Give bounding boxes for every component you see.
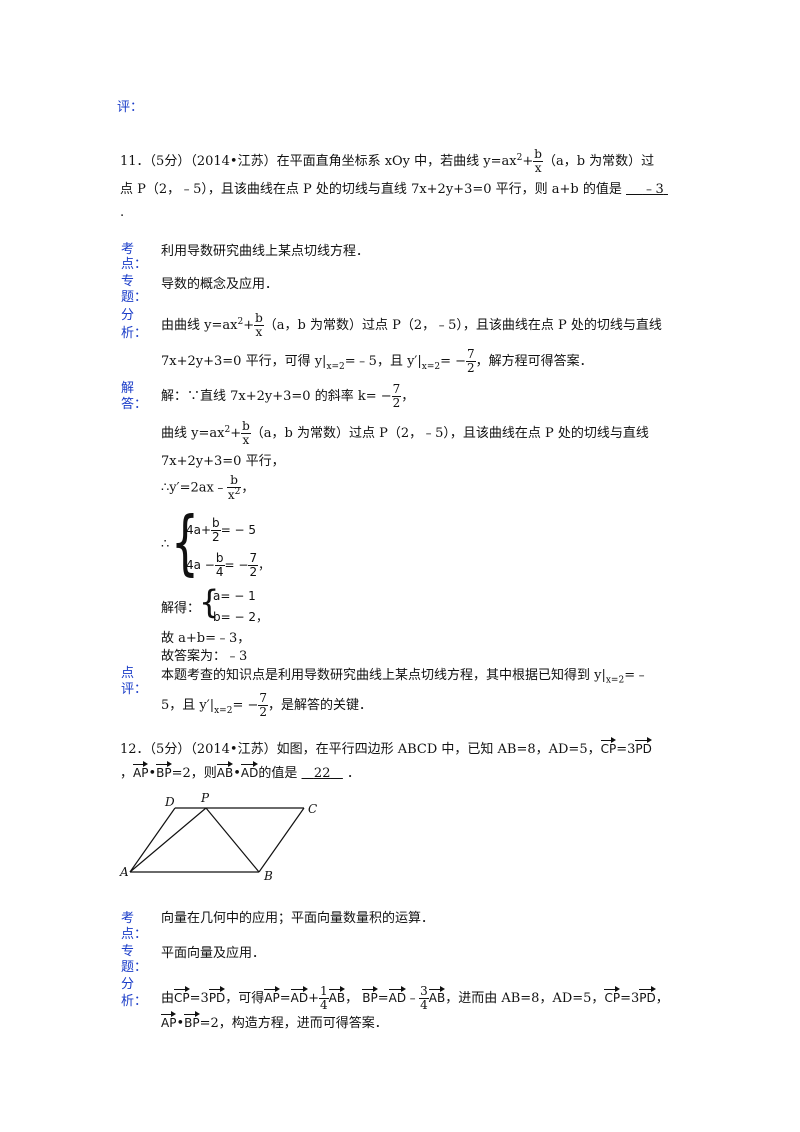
q11-comment-line1: 本题考查的知识点是利用导数研究曲线上某点切线方程，其中根据已知得到 y|x=2=… (161, 668, 649, 686)
q11-kaodian: 利用导数研究曲线上某点切线方程． (161, 244, 370, 259)
label-dian-2: 评： (121, 682, 148, 697)
q12-analysis-line2: AP•BP=2，构造方程，进而可得答案． (161, 1011, 388, 1031)
review-label-top: 评： (117, 100, 144, 115)
q11-solve-label: 解得： (161, 601, 201, 616)
q11-solution-line3: 7x+2y+3=0 平行， (161, 454, 285, 469)
label-jie-2: 答： (121, 397, 148, 412)
label-fen-2: 析： (121, 326, 148, 341)
q11-answer-blank: ﹣3 (642, 182, 664, 197)
q11-system-brace: { (171, 502, 199, 585)
label-fen-q12-2: 析： (121, 994, 148, 1009)
vertex-label-c: C (308, 802, 317, 816)
q12-line1: 12．（5分）（2014•江苏）如图，在平行四边形 ABCD 中，已知 AB=8… (120, 737, 653, 757)
q11-therefore-symbol: ∴ (161, 537, 170, 552)
q12-kaodian: 向量在几何中的应用；平面向量数量积的运算． (161, 911, 435, 926)
label-kao-2: 点： (121, 257, 148, 272)
q11-dot: . (120, 205, 125, 220)
label-kao-q12-2: 点： (121, 927, 148, 942)
segment-ap (129, 807, 207, 873)
vertex-label-d: D (164, 795, 175, 809)
q11-sum: 故 a+b=﹣3， (161, 631, 251, 646)
q11-solution-a: a= − 1 (213, 589, 256, 603)
label-kao-1: 考 (121, 242, 135, 257)
segment-bp (205, 807, 260, 873)
q12-line2: ，AP•BP=2，则AB•AD的值是 22 ． (120, 761, 361, 781)
q11-solution-b: b= − 2， (213, 610, 269, 624)
parallelogram-figure: A B C D P (119, 791, 317, 882)
vertex-label-b: B (263, 869, 273, 882)
q12-answer-blank: 22 (313, 766, 331, 781)
vertex-label-a: A (119, 865, 129, 879)
label-zhuan-q12-2: 题： (121, 960, 148, 975)
label-dian-1: 点 (121, 666, 135, 681)
label-kao-q12-1: 考 (121, 911, 135, 926)
q12-zhuanti: 平面向量及应用． (161, 946, 266, 961)
label-zhuan-1: 专 (121, 274, 135, 289)
q11-line1: 11．（5分）（2014•江苏）在平面直角坐标系 xOy 中，若曲线 y=ax2… (120, 147, 655, 176)
q11-line2: 点 P（2，﹣5），且该曲线在点 P 处的切线与直线 7x+2y+3=0 平行，… (120, 183, 668, 196)
label-fen-1: 分 (121, 308, 135, 323)
vertex-label-p: P (200, 791, 210, 805)
label-fen-q12-1: 分 (121, 977, 135, 992)
label-zhuan-q12-1: 专 (121, 944, 135, 959)
q11-final-answer: 故答案为：﹣3 (161, 649, 248, 664)
q11-solution-brace: { (199, 583, 220, 621)
side-bc (258, 807, 305, 873)
side-da (129, 807, 176, 873)
q11-zhuanti: 导数的概念及应用． (161, 277, 279, 292)
label-jie-1: 解 (121, 381, 135, 396)
label-zhuan-2: 题： (121, 290, 148, 305)
